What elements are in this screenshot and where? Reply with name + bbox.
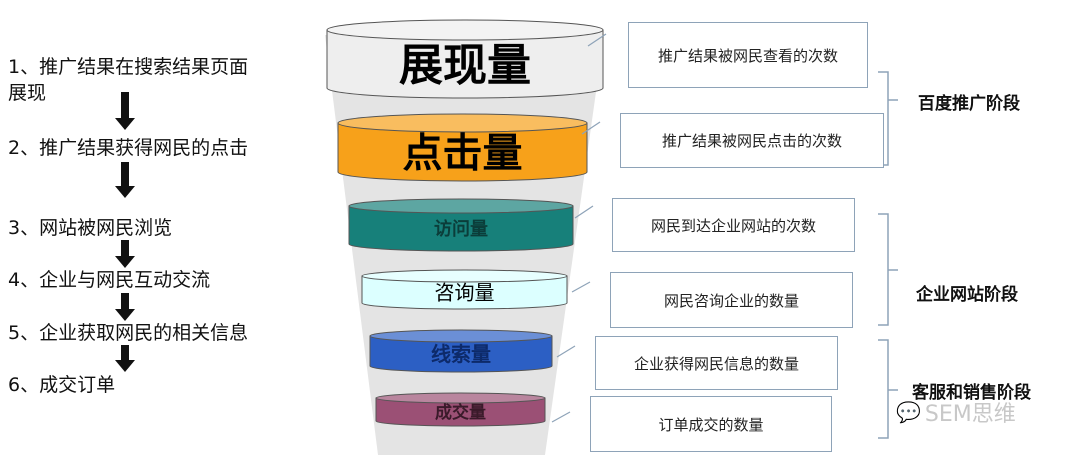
connector-line xyxy=(581,121,601,135)
disc-top xyxy=(369,329,553,343)
stage-label: 企业网站阶段 xyxy=(916,285,1018,305)
disc-body xyxy=(369,335,553,373)
disc-top xyxy=(375,392,546,404)
watermark-text: SEM思维 xyxy=(924,402,1016,427)
connector-line xyxy=(574,205,594,219)
disc-body xyxy=(337,122,588,182)
disc-body xyxy=(361,275,568,310)
disc-top xyxy=(337,113,588,133)
bracket-stage-2 xyxy=(878,213,898,326)
step-1: 1、推广结果在搜索结果页面展现 xyxy=(8,56,249,104)
connector-line xyxy=(551,411,571,423)
stage-label: 客服和销售阶段 xyxy=(912,383,1031,403)
disc-body xyxy=(326,29,604,99)
funnel-disc-1: 展现量 xyxy=(326,19,604,99)
description-box: 订单成交的数量 xyxy=(590,396,832,452)
funnel-disc-4: 咨询量 xyxy=(361,269,568,310)
description-box: 推广结果被网民查看的次数 xyxy=(628,22,868,88)
disc-label: 线索量 xyxy=(431,342,491,366)
disc-label: 咨询量 xyxy=(435,281,495,305)
disc-body xyxy=(375,397,546,427)
stage-label: 百度推广阶段 xyxy=(918,94,1020,114)
description-box: 网民咨询企业的数量 xyxy=(610,272,853,328)
step-4: 4、企业与网民互动交流 xyxy=(8,269,211,291)
disc-top xyxy=(326,19,604,41)
disc-label: 展现量 xyxy=(399,40,531,91)
funnel-disc-5: 线索量 xyxy=(369,329,553,373)
connector-line xyxy=(587,33,607,47)
description-box: 企业获得网民信息的数量 xyxy=(595,336,838,390)
step-5: 5、企业获取网民的相关信息 xyxy=(8,322,249,344)
step-3: 3、网站被网民浏览 xyxy=(8,217,173,239)
description-box: 网民到达企业网站的次数 xyxy=(612,198,855,252)
disc-label: 成交量 xyxy=(435,402,486,423)
connector-line xyxy=(556,345,576,358)
watermark: 💬 SEM思维 xyxy=(896,396,1016,428)
bracket-stage-3 xyxy=(878,339,898,439)
disc-top xyxy=(361,269,568,283)
wechat-icon: 💬 xyxy=(896,400,921,424)
disc-body xyxy=(348,205,574,252)
disc-top xyxy=(348,198,574,214)
funnel-disc-6: 成交量 xyxy=(375,392,546,427)
funnel-disc-3: 访问量 xyxy=(348,198,574,252)
description-box: 推广结果被网民点击的次数 xyxy=(620,113,884,168)
funnel-disc-2: 点击量 xyxy=(337,113,588,182)
disc-label: 点击量 xyxy=(403,129,523,176)
connector-line xyxy=(571,281,591,293)
step-6: 6、成交订单 xyxy=(8,374,116,396)
disc-label: 访问量 xyxy=(434,218,488,240)
step-2: 2、推广结果获得网民的点击 xyxy=(8,137,249,159)
